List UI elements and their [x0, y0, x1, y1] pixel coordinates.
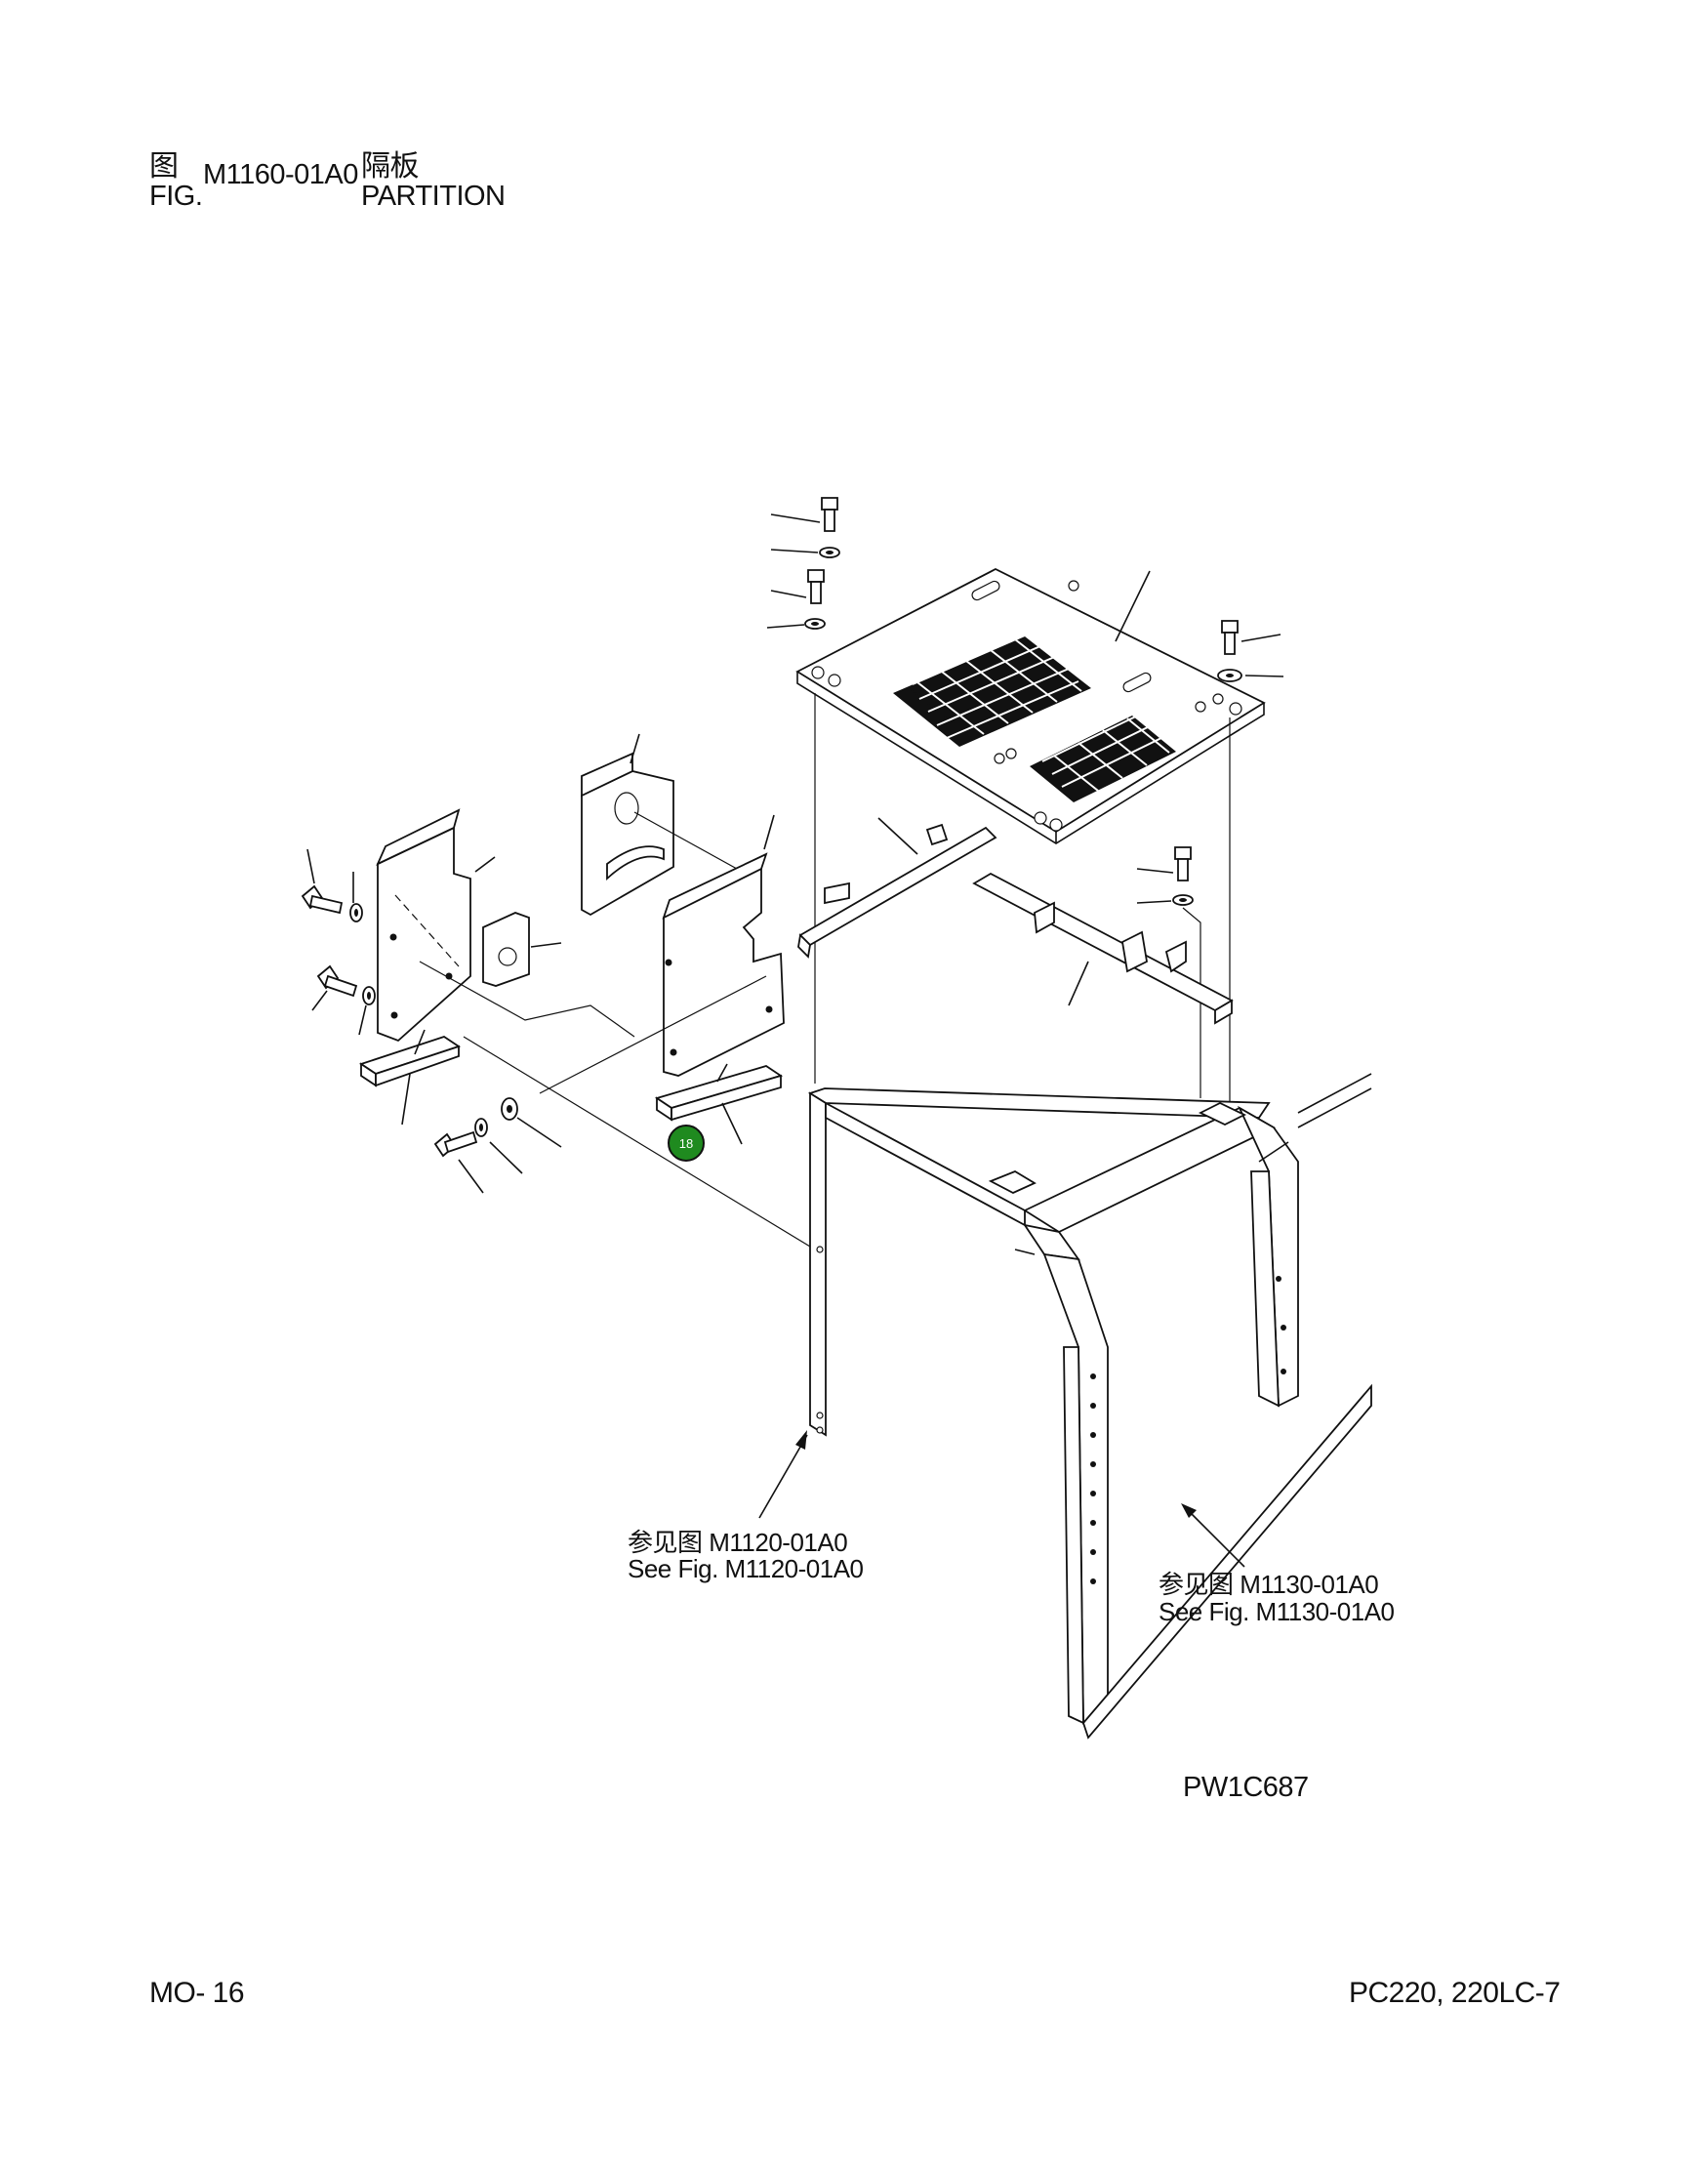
item-marker-label: 18 [679, 1136, 693, 1151]
drawing-code: PW1C687 [1183, 1772, 1309, 1803]
fig-label-cn: 图 [149, 150, 179, 183]
assembly-lines [420, 962, 815, 1249]
main-frame [810, 1074, 1371, 1738]
ref-m1130-cn: 参见图 M1130-01A0 [1159, 1570, 1379, 1599]
partition-plate-top [582, 734, 737, 915]
bracket-right [974, 874, 1232, 1023]
fig-label-en: FIG. [149, 181, 203, 212]
bracket-left [798, 818, 996, 957]
ref-m1120-cn: 参见图 M1120-01A0 [628, 1528, 848, 1557]
model-number: PC220, 220LC-7 [1349, 1977, 1561, 2009]
clip-block [483, 913, 561, 986]
cover-bolts [767, 498, 1283, 905]
top-cover-plate [797, 569, 1264, 843]
page-number: MO- 16 [149, 1977, 245, 2009]
left-bolts [303, 849, 561, 1193]
title-cn: 隔板 [361, 150, 420, 183]
reference-arrows [759, 1430, 1244, 1567]
partition-plate-center [664, 815, 784, 1076]
ref-m1130-en: See Fig. M1130-01A0 [1159, 1597, 1395, 1626]
item-marker-18[interactable]: 18 [669, 1126, 704, 1161]
foam-strips [361, 1030, 781, 1144]
title-en: PARTITION [361, 181, 506, 212]
ref-m1120-en: See Fig. M1120-01A0 [628, 1554, 864, 1583]
partition-plate-left [378, 810, 495, 1041]
fig-number: M1160-01A0 [203, 159, 358, 190]
